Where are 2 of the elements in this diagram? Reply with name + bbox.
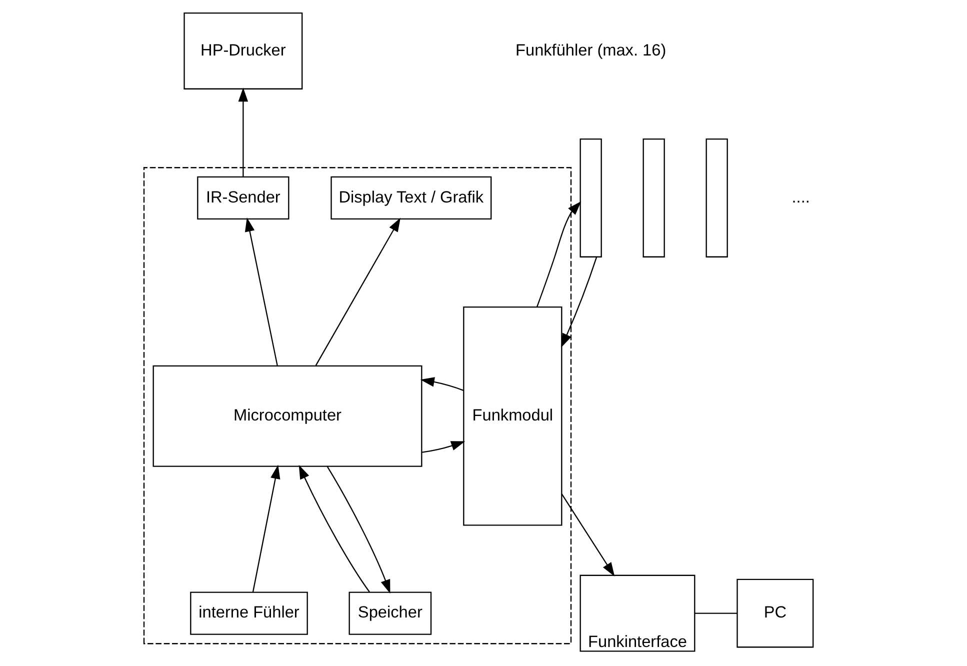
- label: Funkfühler (max. 16): [516, 41, 666, 60]
- label: ....: [792, 188, 810, 206]
